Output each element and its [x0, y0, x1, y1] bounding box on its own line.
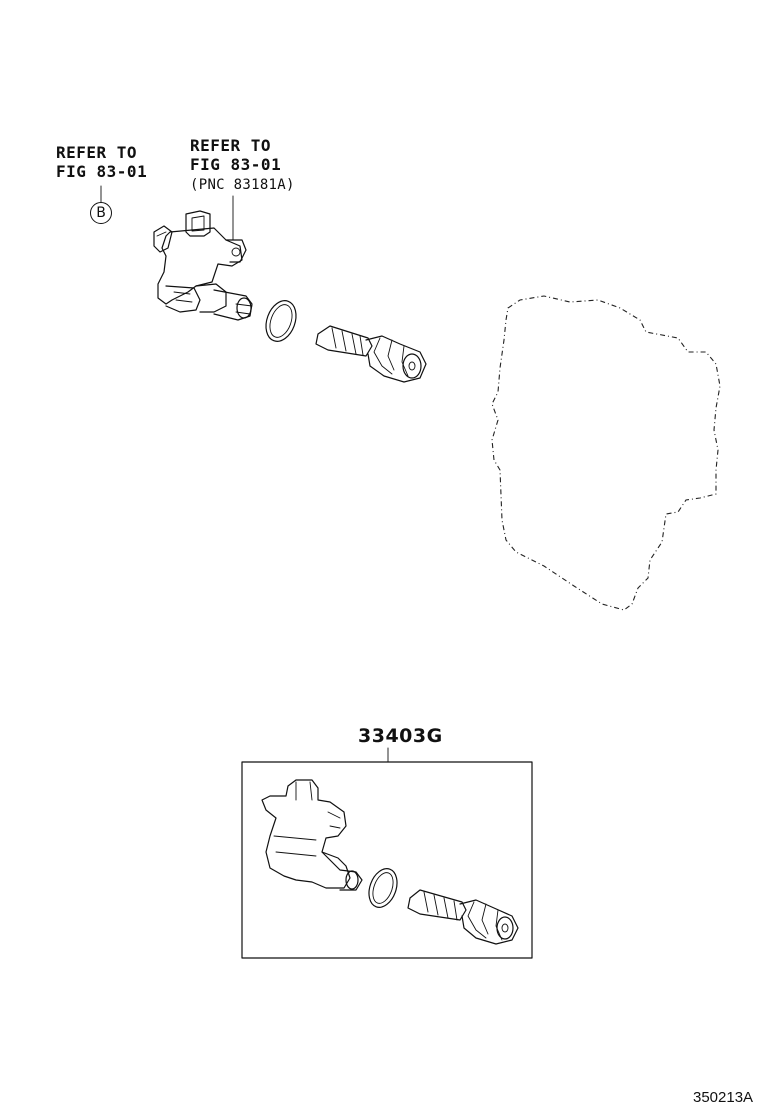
refer-right-pnc: (PNC 83181A): [190, 177, 295, 193]
reference-circle-b: B: [90, 202, 112, 224]
refer-left-line1: REFER TO: [56, 143, 138, 162]
reference-circle-letter: B: [96, 205, 106, 221]
speed-sensor-boxed: [261, 779, 363, 891]
o-ring-boxed: [368, 868, 398, 908]
transmission-outline: [491, 295, 721, 611]
o-ring-upper: [265, 300, 297, 342]
refer-right-line1: REFER TO: [190, 136, 272, 155]
refer-right-line2: FIG 83-01: [190, 155, 282, 174]
driven-gear-upper: [315, 325, 427, 383]
speed-sensor-upper: [153, 210, 253, 321]
figure-id: 350213A: [693, 1089, 754, 1106]
refer-left-line2: FIG 83-01: [56, 162, 148, 181]
assembly-part-number: 33403G: [358, 725, 443, 747]
driven-gear-boxed: [407, 889, 519, 945]
assembly-box: [241, 761, 533, 959]
